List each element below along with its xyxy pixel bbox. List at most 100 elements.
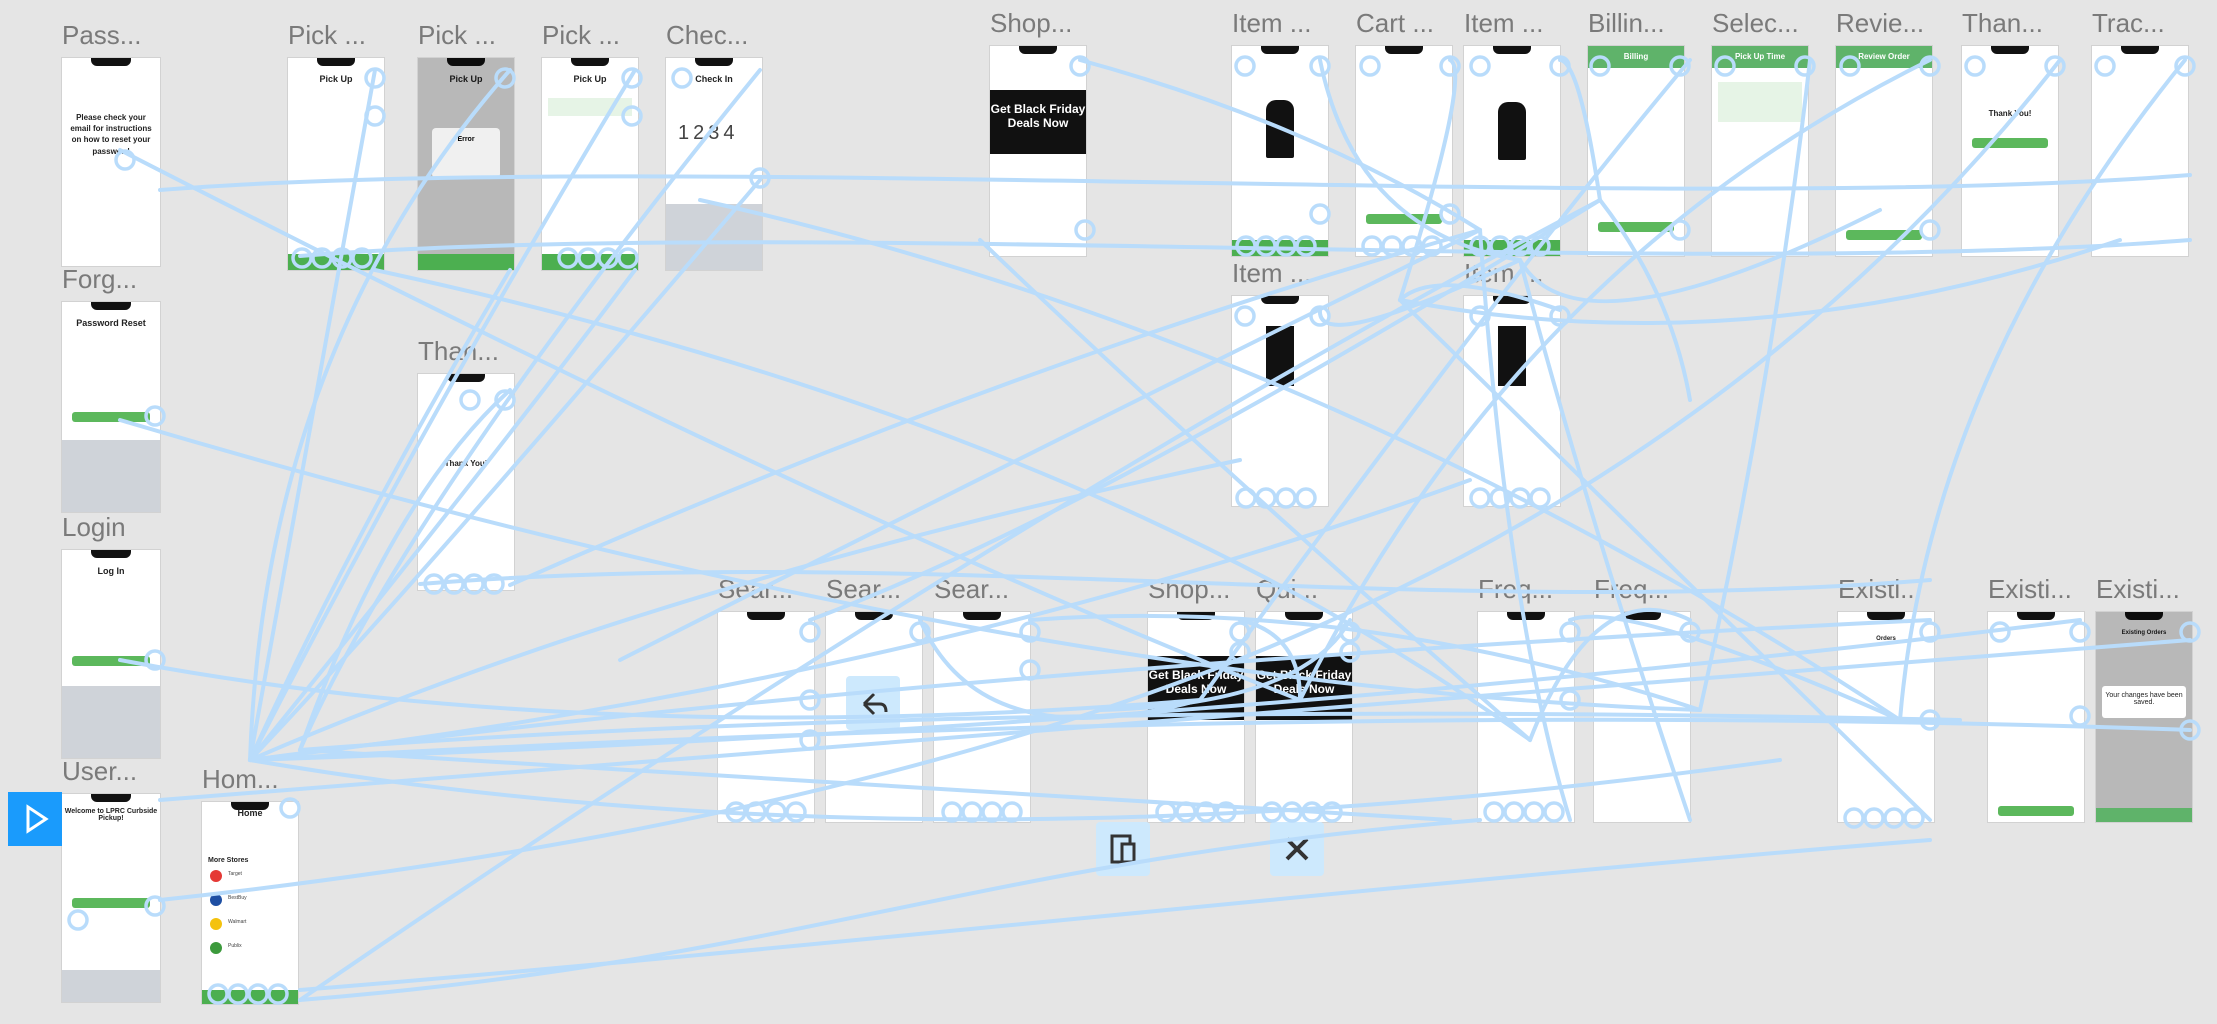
frame-item-4[interactable]: Item ... [1464,258,1560,506]
frame-title: Cart ... [1356,8,1435,38]
continue-button[interactable] [1597,222,1675,232]
frame-title: Freq... [1594,574,1670,604]
tab-bar[interactable] [542,254,638,270]
frame-shop-2[interactable]: Shop... Get Black Friday Deals Now [1148,574,1244,822]
frame-title: Sear... [718,574,794,604]
phone-notch [1260,296,1300,304]
phone-notch [962,612,1002,620]
phone-screen [1464,296,1560,506]
phone-screen: Thank You! [1962,46,2058,256]
frame-item-1[interactable]: Item ... [1232,8,1328,256]
frame-title: Chec... [666,20,749,50]
frame-quick[interactable]: Qui... Get Black Friday Deals Now [1256,574,1352,822]
signup-button[interactable] [71,898,151,908]
store-bestbuy[interactable]: BestBuy [210,892,290,914]
phone-screen: Pick Up Time [1712,46,1808,256]
phone-screen: Welcome to LPRC Curbside Pickup! [62,794,160,1002]
frame-existing-3[interactable]: Existi... Existing Orders Your changes h… [2096,574,2192,822]
add-to-cart-bar[interactable] [1232,240,1328,256]
frame-freq-2[interactable]: Freq... [1594,574,1690,822]
selected-store-row[interactable] [548,98,632,116]
frame-pickup-1[interactable]: Pick ... Pick Up [288,20,384,270]
frame-review[interactable]: Revie... Review Order [1836,8,1932,256]
tab-bar[interactable] [202,990,298,1004]
phone-screen [2092,46,2188,256]
reset-button[interactable] [71,412,151,422]
close-button[interactable] [1270,822,1324,876]
keyboard [62,970,160,1002]
frame-thanks-left[interactable]: Than... Thank You! [418,336,514,590]
phone-screen [1232,296,1328,506]
frame-title: User... [62,756,138,786]
track-order-button[interactable] [1971,138,2049,148]
store-publix[interactable]: Publix [210,940,290,962]
add-to-cart-bar[interactable] [1464,240,1560,256]
checkin-code: 1234 [678,122,739,144]
keyboard [62,686,160,758]
frame-freq-1[interactable]: Freq... [1478,574,1574,822]
phone-screen: Home More Stores Target BestBuy Walmart … [202,802,298,1004]
billing-header: Billing [1588,46,1684,68]
frame-title: Sear... [826,574,902,604]
frame-existing-1[interactable]: Existi... Orders [1838,574,1934,822]
frame-pickup-2[interactable]: Pick ... Pick Up Error [418,20,514,270]
screen-heading: Orders [1876,636,1896,642]
time-list[interactable] [1718,82,1802,122]
frame-thanks-right[interactable]: Than... Thank You! [1962,8,2058,256]
frame-item-2[interactable]: Item ... [1464,8,1560,256]
promo-banner[interactable]: Get Black Friday Deals Now [1148,656,1244,720]
promo-banner[interactable]: Get Black Friday Deals Now [990,90,1086,154]
tab-bar[interactable] [288,254,384,270]
place-order-button[interactable] [1845,230,1923,240]
device-button[interactable] [1096,822,1150,876]
frame-password-reset[interactable]: Pass... Please check your email for inst… [62,20,160,266]
frame-home[interactable]: Hom... Home More Stores Target BestBuy W… [202,764,298,1004]
frame-search-1[interactable]: Sear... [718,574,814,822]
phone-screen [1356,46,1452,256]
tab-bar[interactable] [2096,808,2192,822]
frame-title: Qui... [1256,574,1319,604]
phone-notch [316,58,356,66]
phone-screen: Pick Up Error [418,58,514,270]
checkout-button[interactable] [1365,214,1443,224]
phone-screen: Existing Orders Your changes have been s… [2096,612,2192,822]
back-button[interactable] [846,676,900,730]
store-target[interactable]: Target [210,868,290,890]
frame-pickup-3[interactable]: Pick ... Pick Up [542,20,638,270]
frame-track[interactable]: Trac... [2092,8,2188,256]
frame-user-welcome[interactable]: User... Welcome to LPRC Curbside Pickup! [62,756,160,1002]
frame-item-3[interactable]: Item ... [1232,258,1328,506]
device-icon [1110,834,1136,864]
phone-notch [2016,612,2056,620]
screen-heading: Pick Up [319,74,353,84]
frame-select-time[interactable]: Selec... Pick Up Time [1712,8,1808,256]
product-image [1266,326,1294,386]
frame-shop[interactable]: Shop... Get Black Friday Deals Now [990,8,1086,256]
frame-login[interactable]: Login Log In [62,512,160,758]
phone-notch [1284,612,1324,620]
phone-notch [694,58,734,66]
reset-message: Please check your email for instructions… [70,113,152,156]
frame-checkin[interactable]: Chec... Check In 1234 [666,20,762,270]
frame-billing[interactable]: Billin... Billing [1588,8,1684,256]
save-changes-button[interactable] [1997,806,2075,816]
frame-cart[interactable]: Cart ... [1356,8,1452,256]
frame-title: Item ... [1232,258,1312,288]
tab-bar[interactable] [418,254,514,270]
connection-wire [118,658,1202,720]
play-button[interactable] [8,792,62,846]
frame-forgot-password[interactable]: Forg... Password Reset [62,264,160,512]
promo-banner[interactable]: Get Black Friday Deals Now [1256,656,1352,720]
frame-existing-2[interactable]: Existi... [1988,574,2084,822]
saved-toast: Your changes have been saved. [2102,686,2186,718]
screen-heading: Log In [97,566,125,576]
frame-search-3[interactable]: Sear... [934,574,1030,822]
phone-screen: Orders [1838,612,1934,822]
login-button[interactable] [71,656,151,666]
phone-notch [446,374,486,382]
phone-screen: Get Black Friday Deals Now [1148,612,1244,822]
phone-screen [718,612,814,822]
store-walmart[interactable]: Walmart [210,916,290,938]
phone-notch [746,612,786,620]
